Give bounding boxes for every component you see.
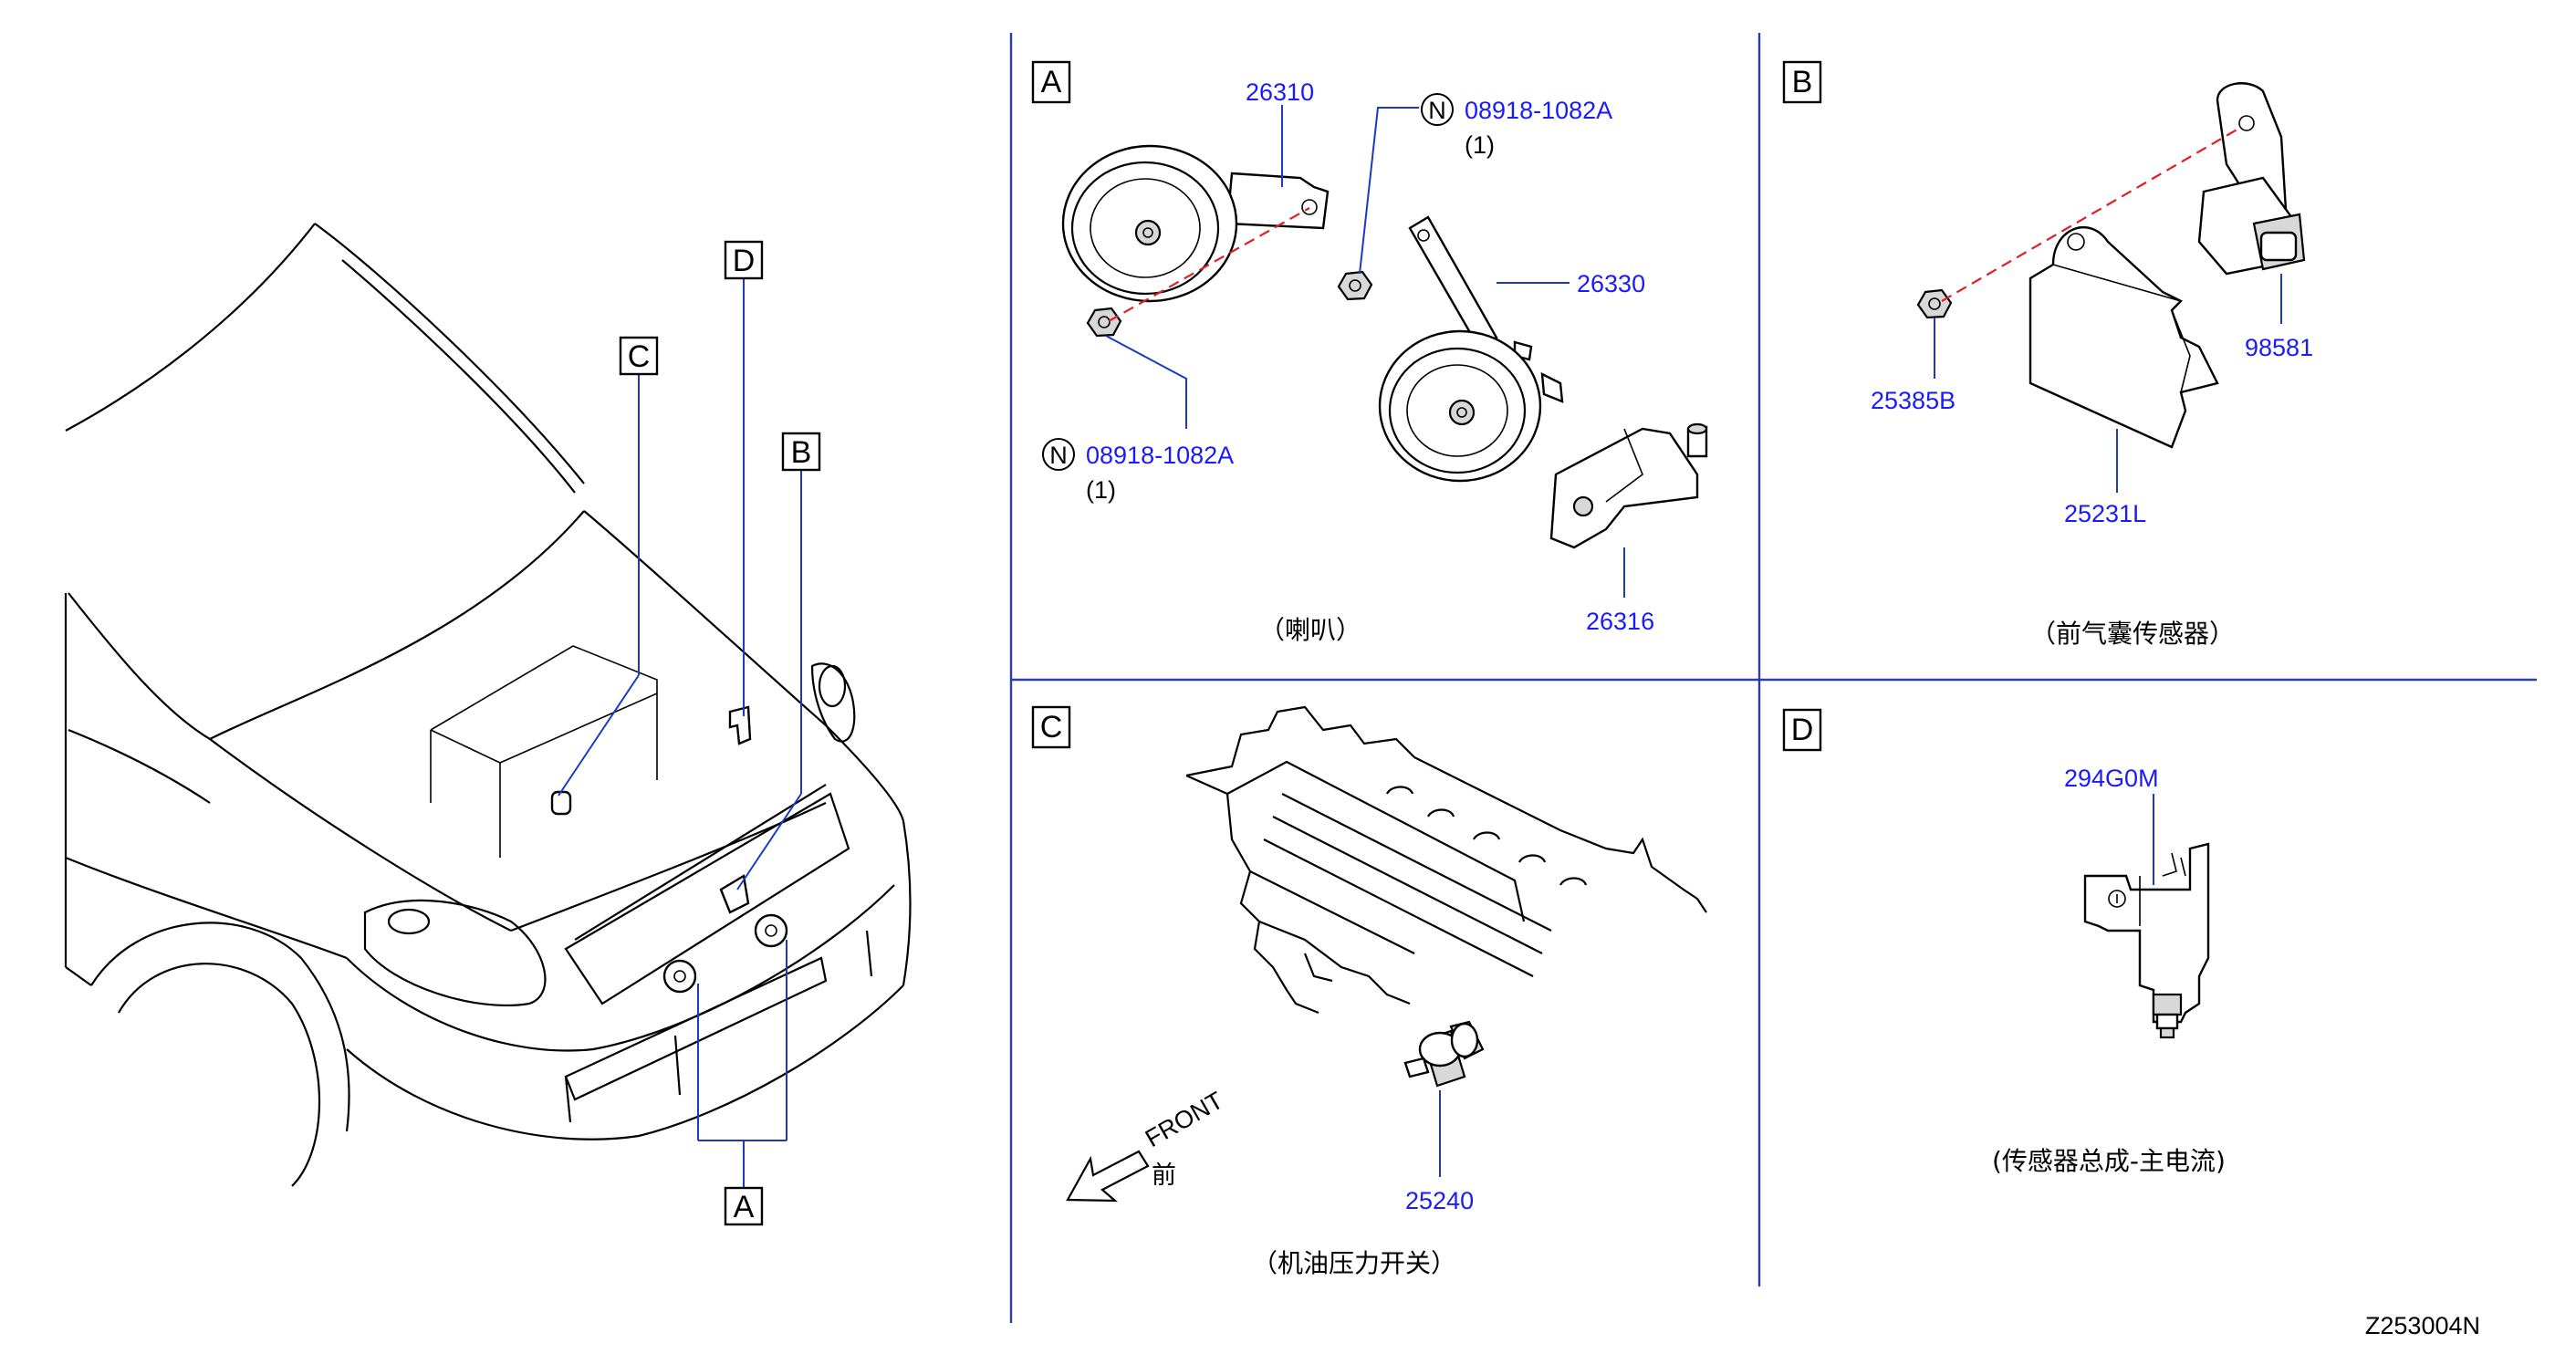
qty-top: (1) [1465, 131, 1495, 159]
svg-text:N: N [1428, 97, 1446, 124]
bracket-25231L[interactable] [2028, 225, 2219, 449]
pn-08918-1082A-bottom[interactable]: 08918-1082A [1086, 442, 1234, 469]
overview-sensor-d [728, 705, 752, 745]
section-d-label[interactable]: D [1782, 708, 1822, 752]
overview-oil-switch [550, 790, 572, 816]
section-c-label[interactable]: C [1031, 705, 1071, 749]
pn-25240[interactable]: 25240 [1405, 1187, 1474, 1214]
pn-26310[interactable]: 26310 [1246, 78, 1314, 106]
pn-26316[interactable]: 26316 [1586, 608, 1654, 635]
section-d: D 294G0M (传感器总成-主电流) [1782, 708, 2226, 1176]
section-b-label[interactable]: B [1782, 60, 1822, 104]
caption-a: （喇叭） [1259, 615, 1361, 645]
svg-text:N: N [1049, 442, 1068, 469]
pn-25385B[interactable]: 25385B [1871, 387, 1955, 414]
callout-d[interactable]: D [724, 240, 764, 280]
horn-26330[interactable] [1378, 215, 1564, 483]
section-a-label[interactable]: A [1031, 60, 1071, 104]
caption-d: (传感器总成-主电流) [1992, 1146, 2226, 1176]
diagram-id: Z253004N [2365, 1312, 2480, 1339]
vehicle-overview [64, 223, 912, 1188]
n-symbol-top: N [1421, 93, 1454, 126]
current-sensor-294G0M[interactable] [2083, 842, 2210, 1039]
bracket-26316[interactable] [1549, 422, 1708, 549]
svg-text:C: C [628, 339, 651, 374]
overview-bracket-b [719, 874, 750, 914]
callout-c[interactable]: C [619, 336, 659, 376]
overview-horn-2 [754, 913, 788, 948]
horn-26310[interactable] [1061, 144, 1330, 303]
pn-98581[interactable]: 98581 [2245, 334, 2313, 361]
qty-bottom: (1) [1086, 476, 1116, 504]
engine-block [1185, 705, 1707, 1015]
n-symbol-bottom: N [1042, 438, 1075, 471]
svg-text:A: A [734, 1190, 755, 1224]
nut-top[interactable] [1337, 270, 1373, 301]
section-b: B 25385B 25231L 98581 （前 [1782, 60, 2313, 649]
front-arrow-icon [1066, 1150, 1150, 1203]
sensor-98581[interactable] [2197, 82, 2306, 276]
nut-bottom[interactable] [1086, 307, 1122, 338]
nut-25385B[interactable] [1916, 288, 1953, 319]
callout-a[interactable]: A [724, 1186, 764, 1226]
front-label-zh: 前 [1152, 1161, 1176, 1189]
oil-pressure-switch-25240[interactable] [1403, 1020, 1485, 1088]
section-c: C [1031, 705, 1707, 1278]
pn-25231L[interactable]: 25231L [2064, 500, 2146, 527]
pn-26330[interactable]: 26330 [1577, 270, 1645, 297]
overview-horn-1 [662, 959, 697, 994]
callout-b[interactable]: B [781, 432, 821, 472]
svg-text:A: A [1041, 65, 1062, 99]
svg-text:B: B [1792, 65, 1813, 99]
caption-b: （前气囊传感器） [2030, 619, 2235, 649]
caption-c: （机油压力开关） [1252, 1248, 1456, 1278]
svg-text:C: C [1040, 710, 1063, 745]
pn-294G0M[interactable]: 294G0M [2064, 765, 2159, 792]
svg-text:B: B [791, 435, 812, 470]
front-label: FRONT [1141, 1087, 1228, 1152]
svg-text:D: D [1791, 713, 1814, 747]
section-a: A [1031, 60, 1708, 645]
pn-08918-1082A-top[interactable]: 08918-1082A [1465, 97, 1612, 124]
svg-text:D: D [733, 244, 756, 278]
section-dividers [1009, 33, 2537, 1323]
